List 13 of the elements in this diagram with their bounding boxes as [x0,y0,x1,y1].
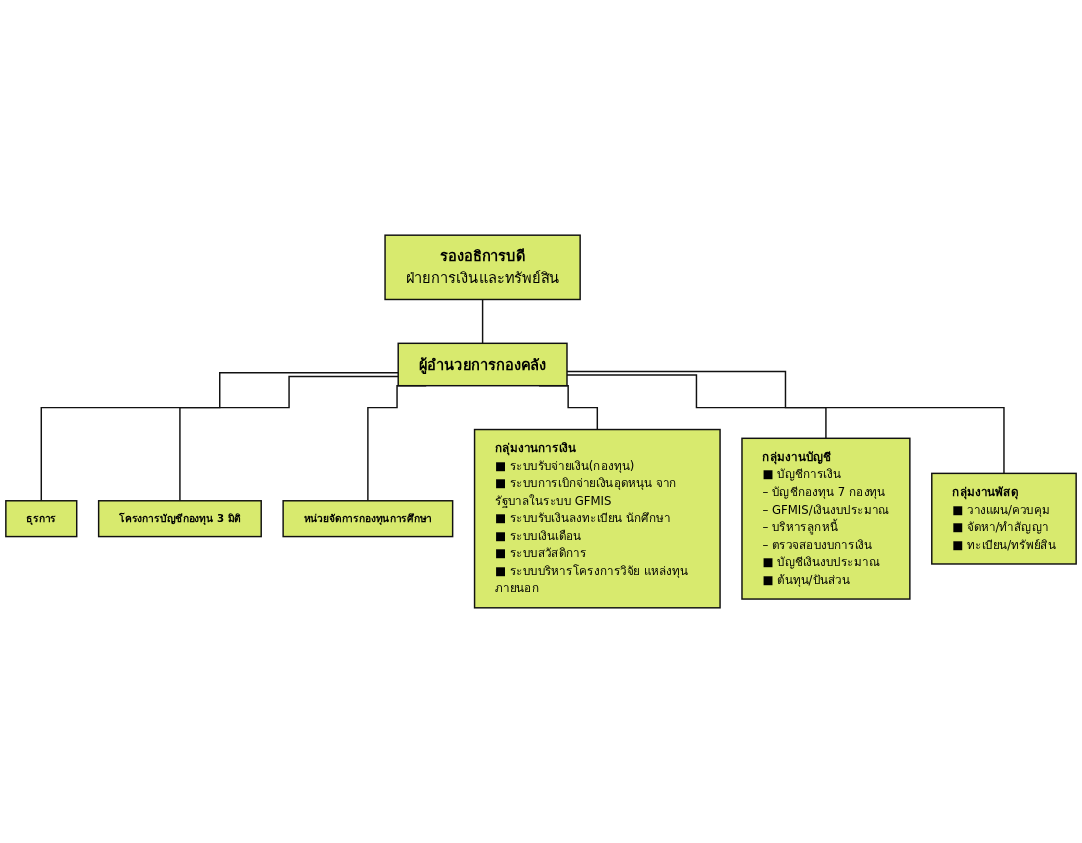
node-box: กลุ่มงานการเงิน ■ ระบบรับจ่ายเงิน(กองทุน) ■ ระบบการเบิกจ่ายเงินอุดหนุน จากรัฐบาลในระบบ GFMIS ■ ระบบรับเงินลงทะเบียน นักศึกษา ■ ระบบเงินเดือน ■ ระบบสวัสดิการ ■ ระบบบริหารโครงการวิจัย แหล่งทุนภายนอก [473,428,721,609]
node-box: ผู้อำนวยการกองคลัง [397,342,568,387]
connector [566,374,827,440]
node-box: กลุ่มงานบัญชี ■ บัญชีการเงิน – บัญชีกองทุน 7 กองทุน – GFMIS/เงินงบประมาณ – บริหารลูกหนี้ – ตรวจสอบงบการเงิน ■ บัญชีเงินงบประมาณ ■ ต้นทุน/ปันส่วน [741,437,911,600]
connector [481,298,484,345]
connector [40,372,399,502]
node-box: หน่วยจัดการกองทุนการศึกษา [282,500,454,538]
node-box: กลุ่มงานพัสดุ ■ วางแผน/ควบคุม ■ จัดหา/ทำสัญญา ■ ทะเบียน/ทรัพย์สิน [931,472,1077,565]
connector [566,370,1005,475]
node-box: รองอธิการบดี ฝ่ายการเงินและทรัพย์สิน [384,234,581,301]
connector [179,375,399,502]
node-box: โครงการบัญชีกองทุน 3 มิติ [97,500,262,538]
node-box: ธุรการ [5,500,78,538]
